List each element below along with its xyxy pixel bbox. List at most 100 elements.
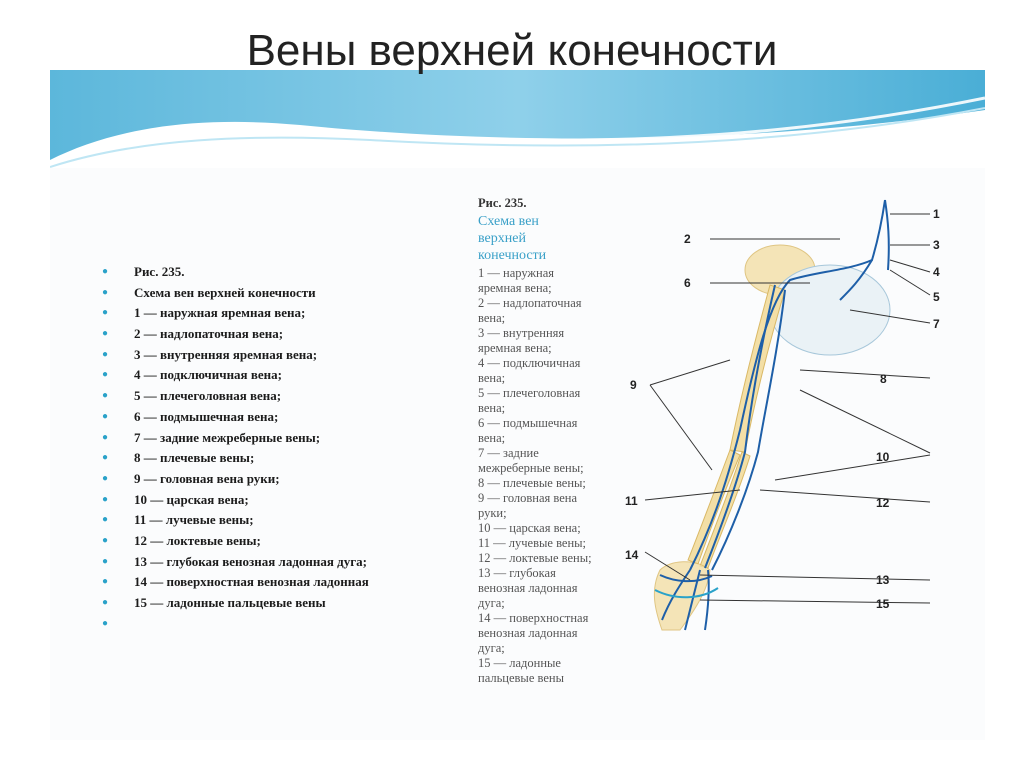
legend-item-text: 14 — поверхностная венозная ладонная — [134, 574, 369, 590]
caption-item-line: 8 — плечевые вены; — [478, 476, 586, 490]
legend-item: ● 12 — локтевые вены; — [100, 531, 470, 552]
legend-item: ● — [100, 614, 470, 635]
bullet-icon: ● — [102, 534, 109, 546]
caption-title-line: верхней — [478, 231, 526, 246]
bullet-icon: ● — [102, 617, 109, 629]
label-12: 12 — [876, 496, 890, 510]
caption-title-line: конечности — [478, 248, 547, 263]
bullet-icon: ● — [102, 493, 109, 505]
bullet-icon: ● — [102, 266, 109, 277]
legend-item-text: 5 — плечеголовная вена; — [134, 388, 282, 404]
bullet-icon: ● — [102, 328, 109, 340]
caption-item-line: 7 — задние — [478, 446, 539, 460]
caption-item-line: 1 — наружная — [478, 266, 555, 280]
legend-item: ● 5 — плечеголовная вена; — [100, 386, 470, 407]
bones — [653, 244, 891, 631]
veins — [654, 199, 890, 631]
caption-item-line: венозная ладонная — [478, 626, 578, 640]
legend-item-text: 8 — плечевые вены; — [134, 450, 255, 466]
legend-item: ● 4 — подключичная вена; — [100, 365, 470, 386]
legend-item-text: 15 — ладонные пальцевые вены — [134, 595, 326, 610]
caption-item-line: 6 — подмышечная — [478, 416, 578, 430]
caption-item-line: вена; — [478, 371, 506, 385]
legend-item: ● Схема вен верхней конечности — [100, 283, 470, 304]
content-area — [50, 168, 985, 740]
bullet-icon: ● — [102, 369, 109, 381]
bullet-icon: ● — [102, 555, 109, 567]
leader-lines — [644, 213, 931, 604]
vein-legend-list: ●Рис. 235.●Схема вен верхней конечности●… — [100, 262, 470, 634]
caption-item-line: 14 — поверхностная — [478, 611, 589, 625]
legend-item: ● 7 — задние межреберные вены; — [100, 428, 470, 449]
bullet-icon: ● — [102, 307, 109, 319]
legend-item-text: 12 — локтевые вены; — [134, 532, 261, 548]
label-9: 9 — [630, 378, 637, 392]
bullet-icon: ● — [102, 472, 109, 484]
legend-item-text: Схема вен верхней конечности — [134, 284, 316, 300]
caption-item-line: 12 — локтевые вены; — [478, 551, 592, 565]
bullet-icon: ● — [102, 576, 109, 588]
header-wave-decoration — [50, 70, 985, 168]
legend-item: ● 13 — глубокая венозная ладонная дуга; — [100, 552, 470, 573]
legend-item: ●8 — плечевые вены; — [100, 448, 470, 469]
caption-item-line: дуга; — [478, 641, 505, 655]
label-7: 7 — [933, 317, 940, 331]
legend-item-text: 1 — наружная яремная вена; — [134, 305, 306, 321]
legend-item: ●6 — подмышечная вена; — [100, 407, 470, 428]
caption-item-line: яремная вена; — [478, 281, 552, 295]
legend-item: ● 10 — царская вена; — [100, 490, 470, 511]
label-6: 6 — [684, 276, 691, 290]
label-4: 4 — [933, 265, 940, 279]
label-8: 8 — [880, 372, 887, 386]
caption-item-line: пальцевые вены — [478, 671, 564, 685]
caption-item-line: 2 — надлопаточная — [478, 296, 582, 310]
label-5: 5 — [933, 290, 940, 304]
legend-item: ●2 — надлопаточная вена; — [100, 324, 470, 345]
legend-item-text: 13 — глубокая венозная ладонная дуга; — [134, 553, 367, 569]
label-13: 13 — [876, 573, 890, 587]
legend-item-text: 9 — головная вена руки; — [134, 470, 280, 486]
legend-item-text: 6 — подмышечная вена; — [134, 408, 279, 424]
label-14: 14 — [625, 548, 639, 562]
caption-item-line: 5 — плечеголовная — [478, 386, 581, 400]
caption-item-line: вена; — [478, 431, 506, 445]
caption-item-line: 15 — ладонные — [478, 656, 561, 670]
label-10: 10 — [876, 450, 890, 464]
legend-item-text: 4 — подключичная вена; — [134, 367, 282, 383]
slide-title: Вены верхней конечности — [246, 26, 778, 75]
legend-item-text: 3 — внутренняя яремная вена; — [134, 346, 318, 362]
caption-item-line: руки; — [478, 506, 507, 520]
caption-item-line: дуга; — [478, 596, 505, 610]
caption-item-line: 11 — лучевые вены; — [478, 536, 587, 550]
caption-item-line: межреберные вены; — [478, 461, 584, 475]
label-2: 2 — [684, 232, 691, 246]
legend-item-text: 10 — царская вена; — [134, 491, 249, 507]
caption-item-line: 10 — царская вена; — [478, 521, 581, 535]
legend-item: ● 1 — наружная яремная вена; — [100, 303, 470, 324]
legend-item: ● 9 — головная вена руки; — [100, 469, 470, 490]
caption-item-line: яремная вена; — [478, 341, 552, 355]
caption-item-line: 4 — подключичная — [478, 356, 581, 370]
legend-item: ● 3 — внутренняя яремная вена; — [100, 345, 470, 366]
bullet-icon: ● — [102, 286, 109, 298]
legend-item-text: 11 — лучевые вены; — [134, 512, 254, 528]
bullet-icon: ● — [102, 390, 109, 402]
legend-item-text: 7 — задние межреберные вены; — [134, 429, 321, 445]
bullet-icon: ● — [102, 431, 109, 443]
label-15: 15 — [876, 597, 890, 611]
arm-vein-diagram — [644, 199, 931, 631]
bullet-icon: ● — [102, 348, 109, 360]
legend-item: ●11 — лучевые вены; — [100, 510, 470, 531]
legend-item: ●Рис. 235. — [100, 262, 470, 283]
legend-item: ● 14 — поверхностная венозная ладонная — [100, 572, 470, 593]
label-3: 3 — [933, 238, 940, 252]
caption-item-line: 3 — внутренняя — [478, 326, 565, 340]
caption-item-line: 13 — глубокая — [478, 566, 556, 580]
label-1: 1 — [933, 207, 940, 221]
caption-item-line: вена; — [478, 311, 506, 325]
caption-figure-number: Рис. 235. — [478, 196, 527, 210]
legend-item: ●15 — ладонные пальцевые вены — [100, 593, 470, 614]
